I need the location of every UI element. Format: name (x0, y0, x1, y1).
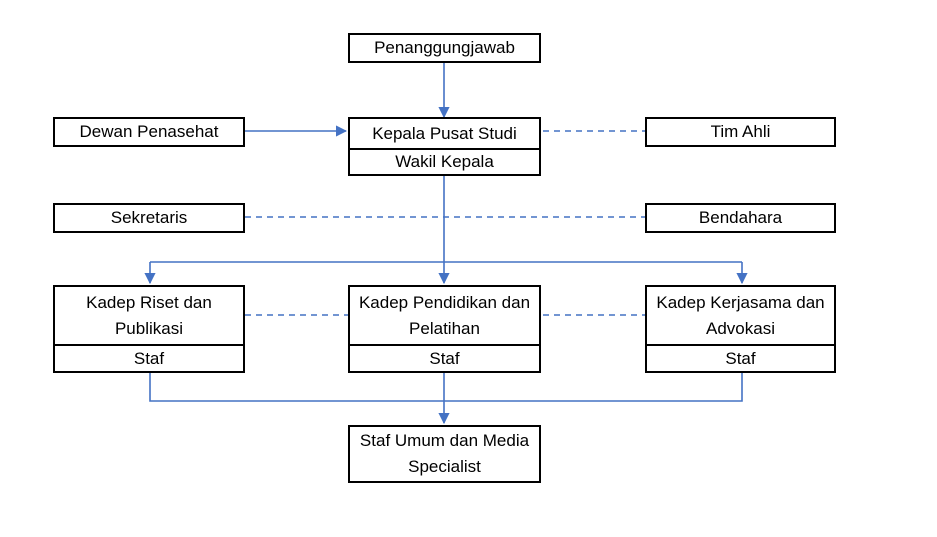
node-wakil-kepala-label: Wakil Kepala (350, 148, 539, 174)
node-kadep-riset-label: Kadep Riset dan Publikasi (86, 292, 212, 338)
merge-riset (149, 372, 444, 402)
node-dewan-penasehat-label: Dewan Penasehat (79, 122, 219, 141)
node-kadep-riset: Kadep Riset dan Publikasi Staf (53, 285, 245, 373)
node-bendahara-label: Bendahara (698, 208, 783, 227)
node-kadep-kerjasama-label: Kadep Kerjasama dan Advokasi (656, 292, 825, 338)
node-kadep-kerjasama-staf: Staf (647, 344, 834, 371)
node-dewan-penasehat: Dewan Penasehat (53, 117, 245, 147)
node-sekretaris: Sekretaris (53, 203, 245, 233)
node-kadep-kerjasama: Kadep Kerjasama dan Advokasi Staf (645, 285, 836, 373)
node-staf-umum: Staf Umum dan Media Specialist (348, 425, 541, 483)
node-bendahara: Bendahara (645, 203, 836, 233)
node-tim-ahli-label: Tim Ahli (710, 122, 771, 141)
node-staf-umum-label: Staf Umum dan Media Specialist (359, 431, 530, 476)
node-penanggungjawab-label: Penanggungjawab (374, 38, 515, 57)
node-tim-ahli: Tim Ahli (645, 117, 836, 147)
node-kepala-pusat-studi: Kepala Pusat Studi Wakil Kepala (348, 117, 541, 176)
node-kadep-pendidikan: Kadep Pendidikan dan Pelatihan Staf (348, 285, 541, 373)
node-kadep-riset-staf: Staf (55, 344, 243, 371)
node-kadep-pendidikan-label: Kadep Pendidikan dan Pelatihan (358, 292, 531, 338)
node-sekretaris-label: Sekretaris (110, 208, 188, 227)
node-kadep-pendidikan-staf: Staf (350, 344, 539, 371)
merge-kerjasama (444, 372, 743, 402)
node-penanggungjawab: Penanggungjawab (348, 33, 541, 63)
node-kepala-label: Kepala Pusat Studi (372, 123, 517, 143)
